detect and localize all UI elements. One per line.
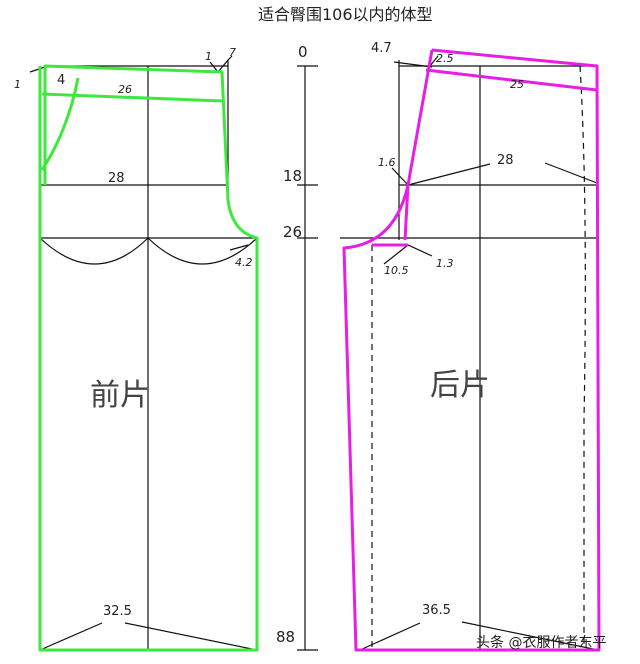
front-outline	[38, 64, 259, 652]
front-crotch-ext: 4.2	[235, 256, 253, 269]
front-waist-width: 26	[118, 83, 132, 96]
front-waist-angle: 7	[229, 46, 236, 59]
back-hip-width: 28	[497, 153, 514, 168]
back-waist-raise: 4.7	[371, 41, 392, 56]
back-hem-width: 36.5	[422, 603, 451, 618]
front-waist-rise: 1	[205, 50, 212, 63]
watermark: 头条 @衣服作者东平	[476, 634, 606, 651]
scale-bottom: 88	[276, 628, 295, 646]
front-hem-width: 32.5	[103, 604, 132, 619]
back-crotch-drop: 1.3	[436, 257, 454, 270]
back-outline	[342, 48, 601, 652]
front-hip-width: 28	[108, 171, 125, 186]
back-piece: 4.7 2.5 25 1.6 28 10.5 1.3 后片 36.5	[340, 41, 601, 652]
scale-crotch: 26	[283, 223, 302, 241]
back-dashed-lines	[371, 65, 586, 650]
back-curve-point: 1.6	[378, 156, 396, 169]
front-construction-lines	[29, 55, 258, 651]
back-construction-lines	[340, 55, 599, 651]
front-side-offset: 1	[14, 78, 21, 91]
back-label: 后片	[430, 368, 490, 403]
scale-hip: 18	[283, 167, 302, 185]
front-piece: 4 26 1 1 7 28 4.2 前片 32.5	[14, 46, 259, 652]
scale-top: 0	[298, 43, 308, 61]
diagram-title: 适合臀围106以内的体型	[258, 5, 433, 24]
back-crotch-ext: 10.5	[384, 264, 409, 277]
back-waist-in: 2.5	[436, 52, 454, 65]
front-pocket-width: 4	[57, 73, 65, 88]
front-label: 前片	[90, 378, 150, 413]
back-waist-width: 25	[510, 78, 524, 91]
length-scale: 0 18 26 88	[276, 43, 318, 651]
